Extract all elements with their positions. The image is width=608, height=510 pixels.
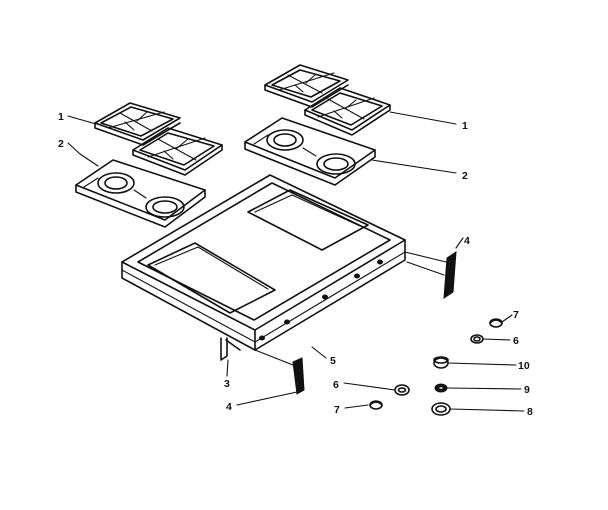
callout-grate-right: 1	[462, 120, 468, 132]
callout-top-frame: 5	[330, 355, 336, 367]
side-trim-right	[404, 251, 457, 299]
grate-left-pair	[94, 102, 223, 176]
bezel-lower	[369, 400, 383, 410]
callout-side-trim-right: 4	[464, 235, 470, 247]
burner-box-left	[75, 159, 206, 228]
ring	[431, 402, 451, 416]
callout-grate-left: 1	[58, 111, 64, 123]
callout-burner-box-right: 2	[462, 170, 468, 182]
knob-lower	[394, 384, 410, 396]
callout-knob-lower: 6	[333, 379, 339, 391]
callout-knob-upper: 6	[513, 335, 519, 347]
bracket-lower	[220, 337, 241, 361]
callout-ring: 8	[527, 406, 533, 418]
callout-side-trim-left: 4	[226, 401, 232, 413]
bezel-upper	[489, 318, 503, 328]
knob-upper	[470, 334, 484, 344]
callout-bezel-upper: 7	[513, 309, 519, 321]
burner-box-right	[244, 117, 376, 186]
dial	[433, 356, 449, 369]
leader-lines	[67, 111, 525, 412]
grate-right-pair	[264, 64, 391, 136]
callout-spring: 9	[524, 384, 530, 396]
callout-bracket: 3	[224, 378, 230, 390]
main-top-frame	[121, 174, 406, 351]
callout-dial: 10	[518, 360, 530, 372]
spring	[434, 383, 448, 393]
side-trim-left	[254, 349, 305, 395]
callout-burner-box-left: 2	[58, 138, 64, 150]
callout-bezel-lower: 7	[334, 404, 340, 416]
